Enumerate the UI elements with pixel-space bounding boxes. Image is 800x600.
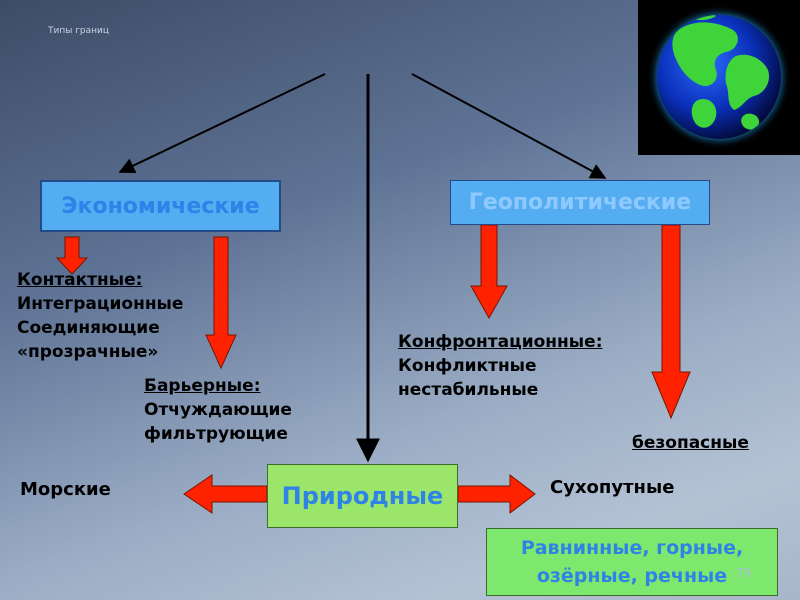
red-arrow-confrontational [470,224,508,320]
contact-item-3: «прозрачные» [17,342,159,362]
red-arrow-contact [55,236,89,275]
slide-number: 79 [736,566,752,580]
red-arrow-left [183,474,268,514]
contact-item-1: Интеграционные [17,294,184,314]
land-borders-label: Сухопутные [550,477,675,498]
natural-types-line-2: озёрные, речные [536,565,728,587]
natural-types-box: Равнинные, горные, озёрные, речные [486,528,778,596]
red-arrow-safe [651,224,691,420]
economic-box: Экономические [40,180,281,232]
barrier-item-1: Отчуждающие [144,400,292,420]
globe-frame [638,0,800,155]
confrontational-heading: Конфронтационные: [398,332,603,352]
safe-borders-label: безопасные [632,433,749,453]
contact-heading: Контактные: [17,270,143,290]
geopolitical-box: Геополитические [450,180,710,225]
confrontational-item-2: нестабильные [398,380,539,400]
confrontational-borders-group: Конфронтационные: Конфликтные нестабильн… [398,330,603,402]
arrow-to-economic [118,73,326,174]
red-arrow-right [457,473,536,515]
arrow-to-geopolitical [411,73,607,179]
natural-types-line-1: Равнинные, горные, [520,537,744,559]
barrier-borders-group: Барьерные: Отчуждающие фильтрующие [144,374,292,446]
red-arrow-barrier [205,236,237,370]
barrier-item-2: фильтрующие [144,424,288,444]
sea-borders-label: Морские [20,479,111,500]
earth-globe-icon [647,5,791,149]
confrontational-item-1: Конфликтные [398,356,537,376]
natural-box: Природные [267,464,458,528]
contact-item-2: Соединяющие [17,318,160,338]
barrier-heading: Барьерные: [144,376,261,396]
contact-borders-group: Контактные: Интеграционные Соединяющие «… [17,268,183,364]
page-title: Типы границ [48,26,110,36]
